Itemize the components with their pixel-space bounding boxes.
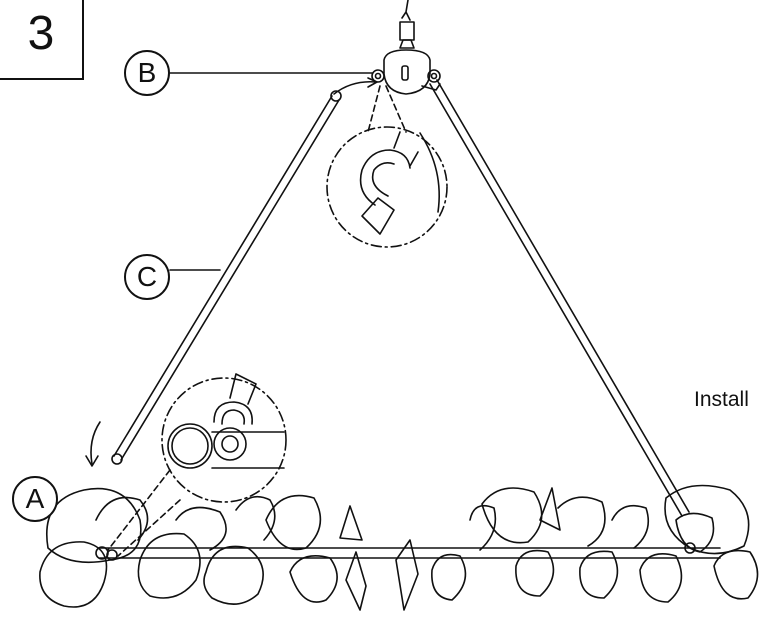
- rod-left: [111, 90, 342, 465]
- callout-b: B: [124, 50, 170, 96]
- ring-bar: [95, 542, 721, 561]
- canopy-hub: [371, 49, 441, 95]
- zoom-detail-bottom: [161, 373, 287, 503]
- leaf-decorations: [39, 484, 759, 611]
- callout-c: C: [124, 254, 170, 300]
- suspension-cable: [399, 0, 415, 49]
- step-number: 3: [27, 7, 55, 60]
- zoom-bottom-connectors: [107, 469, 181, 557]
- step-number-box: 3: [0, 0, 84, 80]
- zoom-top-connectors: [367, 85, 407, 133]
- rod-right: [429, 79, 690, 517]
- rotate-arrow-bottom: [90, 421, 101, 465]
- rotate-arrow-top-head: [367, 77, 378, 88]
- callout-a: A: [12, 476, 58, 522]
- zoom-detail-top: [326, 126, 448, 248]
- install-label: Install: [694, 388, 749, 411]
- rotate-arrow-bottom-head: [85, 455, 99, 467]
